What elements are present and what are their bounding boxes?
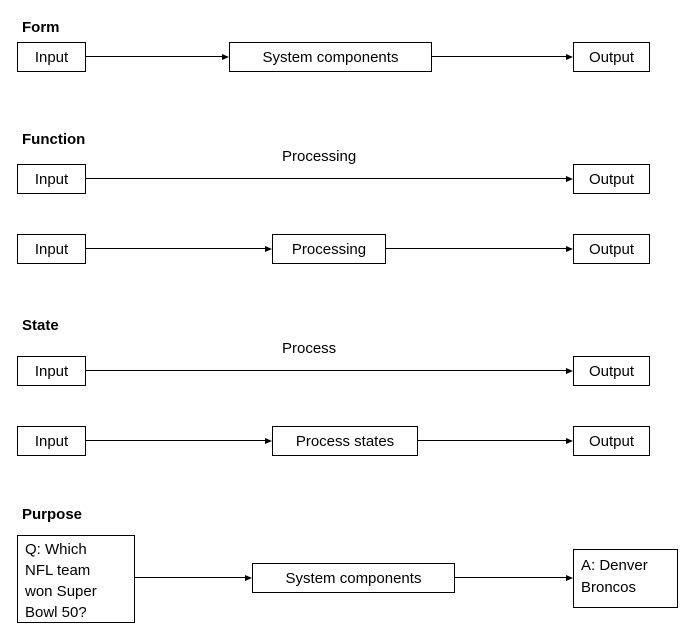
- arrow-shaft: [86, 178, 567, 180]
- arrow-shaft: [86, 370, 567, 372]
- input-box: Input: [17, 164, 86, 194]
- system-components-box: System components: [252, 563, 455, 593]
- arrow-shaft: [135, 577, 246, 579]
- arrow-shaft: [386, 248, 567, 250]
- arrowhead-icon: [566, 437, 573, 444]
- arrow-shaft: [432, 56, 567, 58]
- output-box: Output: [573, 234, 650, 264]
- arrowhead-icon: [566, 53, 573, 60]
- arrow-shaft: [86, 248, 266, 250]
- arrow-shaft: [86, 56, 223, 58]
- processing-box: Processing: [272, 234, 386, 264]
- section-heading-state: State: [22, 317, 59, 334]
- question-box: Q: Which NFL team won Super Bowl 50?: [17, 535, 135, 623]
- answer-box: A: Denver Broncos: [573, 549, 678, 608]
- arrow-shaft: [86, 440, 266, 442]
- input-box: Input: [17, 356, 86, 386]
- arrowhead-icon: [566, 245, 573, 252]
- arrowhead-icon: [265, 437, 272, 444]
- output-box: Output: [573, 356, 650, 386]
- input-box: Input: [17, 234, 86, 264]
- arrowhead-icon: [245, 574, 252, 581]
- arrow-shaft: [418, 440, 567, 442]
- output-box: Output: [573, 42, 650, 72]
- arrowhead-icon: [566, 574, 573, 581]
- arrowhead-icon: [222, 53, 229, 60]
- input-box: Input: [17, 426, 86, 456]
- arrowhead-icon: [566, 175, 573, 182]
- process-states-box: Process states: [272, 426, 418, 456]
- section-heading-form: Form: [22, 19, 60, 36]
- arrowhead-icon: [265, 245, 272, 252]
- section-heading-purpose: Purpose: [22, 506, 83, 523]
- system-components-box: System components: [229, 42, 432, 72]
- output-box: Output: [573, 426, 650, 456]
- arrow-label-process: Process: [282, 340, 337, 357]
- arrow-label-processing: Processing: [282, 148, 357, 165]
- input-box: Input: [17, 42, 86, 72]
- arrowhead-icon: [566, 367, 573, 374]
- section-heading-function: Function: [22, 131, 86, 148]
- arrow-shaft: [455, 577, 567, 579]
- output-box: Output: [573, 164, 650, 194]
